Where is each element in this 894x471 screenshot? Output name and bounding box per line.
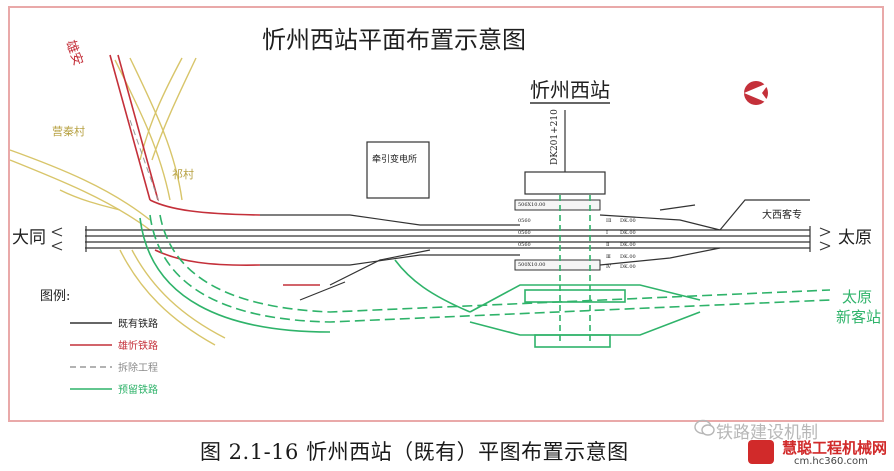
- track-dim: DK.00: [620, 218, 636, 224]
- datong-label: 大同: [12, 228, 46, 248]
- north-compass-icon: [744, 81, 770, 105]
- figure-caption: 图 2.1-16 忻州西站（既有）平图布置示意图: [200, 440, 629, 464]
- watermark-site: 慧聪工程机械网: [782, 439, 888, 457]
- track-number: Ⅲ: [606, 254, 611, 260]
- track-number: Ⅱ: [606, 242, 610, 248]
- legend-demolition: 拆除工程: [118, 361, 158, 374]
- wechat-icon: [694, 419, 715, 436]
- demolition-works: [129, 119, 161, 206]
- diagram-title: 忻州西站平面布置示意图: [262, 26, 526, 54]
- yingqin-label: 营秦村: [52, 124, 85, 138]
- xiongxin-railway: [109, 54, 320, 286]
- substation-label: 牵引变电所: [372, 153, 417, 165]
- daxi-label: 大西客专: [762, 208, 802, 221]
- track-dim: DK.00: [620, 264, 636, 270]
- track-dim: DK.00: [620, 254, 636, 260]
- legend-xiongxin: 雄忻铁路: [118, 339, 158, 352]
- taiyuan-label: 太原: [838, 228, 872, 248]
- platform-label: 0560: [518, 230, 531, 236]
- qi-village-label: 祁村: [172, 167, 194, 181]
- track-dim: DK.00: [620, 242, 636, 248]
- watermark-url: cm.hc360.com: [794, 456, 868, 467]
- station-km: DK201+210: [550, 109, 560, 165]
- existing-railway: [85, 102, 811, 301]
- taiyuan-new-label: 太原: [842, 288, 872, 306]
- legend-existing: 既有铁路: [118, 317, 158, 330]
- station-name: 忻州西站: [530, 78, 610, 102]
- track-number: ⅠⅡ: [606, 218, 612, 224]
- xiongan-label: 雄安: [62, 38, 85, 68]
- legend-reserved: 预留铁路: [118, 383, 158, 396]
- platform-label: 500X10.00: [518, 262, 545, 268]
- station-platforms: [514, 199, 601, 271]
- track-number: Ⅰ: [606, 230, 608, 236]
- diagram-frame: [8, 6, 884, 422]
- platform-label: 506X10.00: [518, 202, 545, 208]
- track-dim: DK.00: [620, 230, 636, 236]
- platform-label: 0560: [518, 242, 531, 248]
- track-number: Ⅳ: [606, 264, 612, 270]
- watermark-account: 铁路建设机制: [716, 423, 818, 443]
- legend-title: 图例:: [40, 289, 70, 304]
- legend-samples: [70, 322, 112, 390]
- taiyuan-new-station-label: 新客站: [836, 308, 881, 326]
- hc360-logo-icon: [748, 440, 774, 464]
- platform-label: 0560: [518, 218, 531, 224]
- reserved-railway: [139, 195, 831, 348]
- direction-arrows: [51, 227, 831, 251]
